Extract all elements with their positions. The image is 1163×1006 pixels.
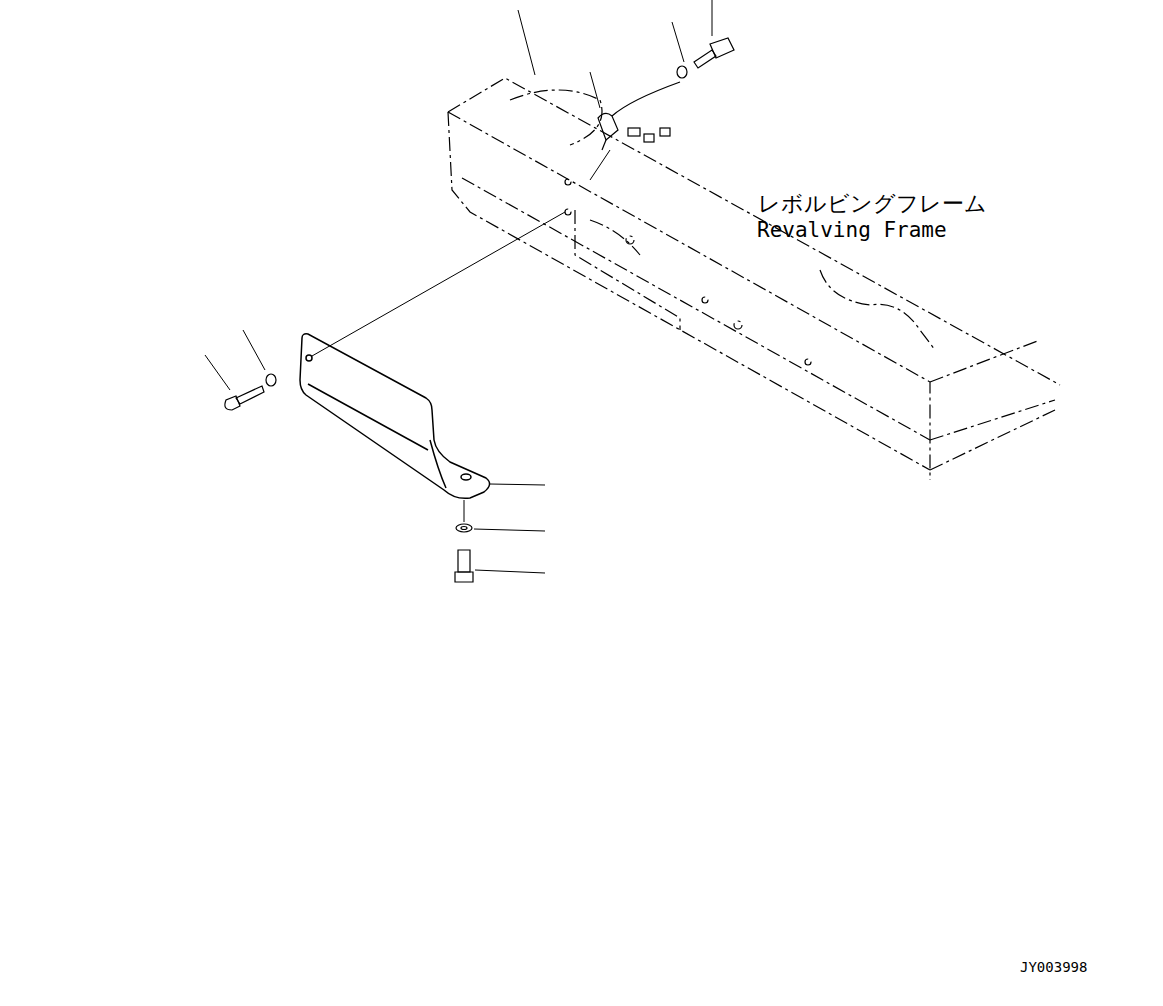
leader-lines [205,0,712,573]
bracket-plate [300,334,490,499]
revolving-frame [448,78,1060,480]
drawing-number: JY003998 [1020,960,1087,975]
part-name: Revalving Frame [757,219,947,242]
bolt-bottom [455,524,473,582]
harness-clip [598,82,680,150]
part-name-jp: レボルビングフレーム [758,192,987,216]
bolt-top [677,38,734,78]
bolt-left [225,374,276,410]
